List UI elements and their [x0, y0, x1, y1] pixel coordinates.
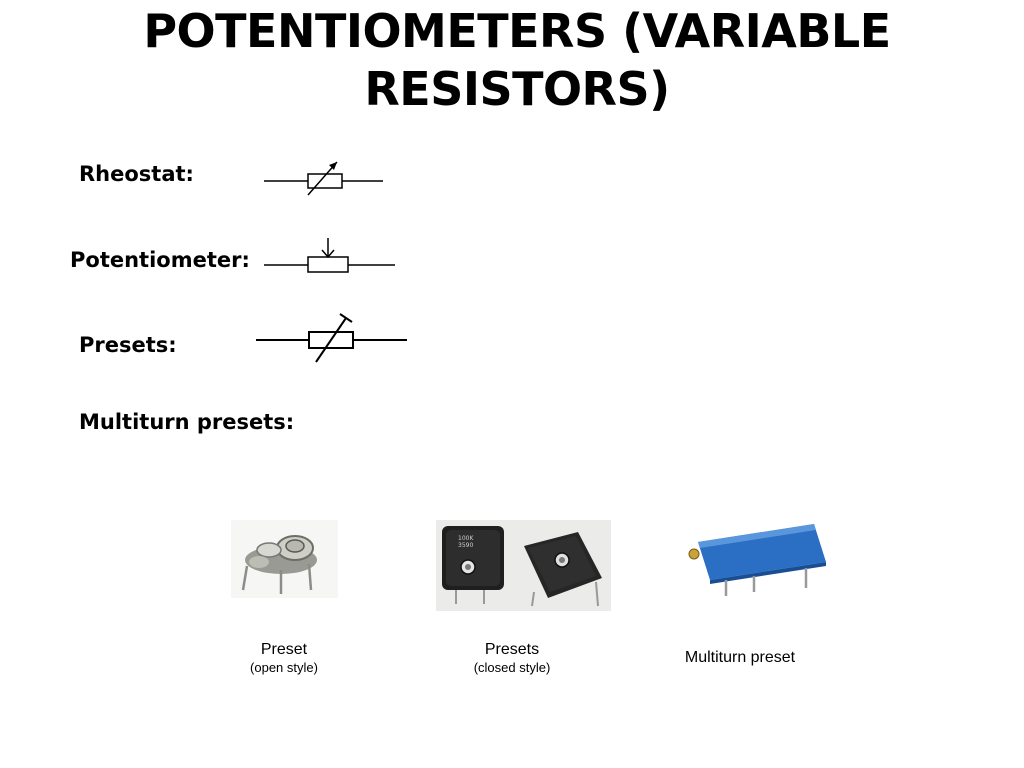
rheostat-symbol-icon: [264, 161, 383, 196]
rheostat-label: Rheostat:: [79, 162, 194, 186]
potentiometer-symbol-icon: [264, 238, 395, 273]
slide-title: POTENTIOMETERS (VARIABLE RESISTORS): [143, 4, 891, 116]
caption-preset-open-sub: (open style): [250, 660, 318, 675]
presets-label: Presets:: [79, 333, 177, 357]
multiturn-preset-photo: [686, 520, 832, 598]
caption-multiturn-title: Multiturn preset: [684, 649, 796, 666]
caption-presets-closed-title: Presets: [484, 641, 540, 658]
caption-presets-closed: Presets (closed style): [452, 641, 572, 677]
svg-text:100K: 100K: [458, 535, 474, 542]
caption-preset-open: Preset (open style): [224, 641, 344, 677]
preset-symbol-icon: [256, 313, 407, 363]
multiturn-presets-label: Multiturn presets:: [79, 410, 295, 434]
closed-presets-photo: 100K 3590: [436, 520, 611, 611]
caption-multiturn: Multiturn preset: [670, 649, 810, 667]
caption-preset-open-title: Preset: [260, 641, 308, 658]
svg-text:3590: 3590: [458, 542, 473, 549]
potentiometer-label: Potentiometer:: [70, 248, 250, 272]
open-preset-photo: [231, 520, 338, 598]
caption-presets-closed-sub: (closed style): [473, 660, 551, 675]
